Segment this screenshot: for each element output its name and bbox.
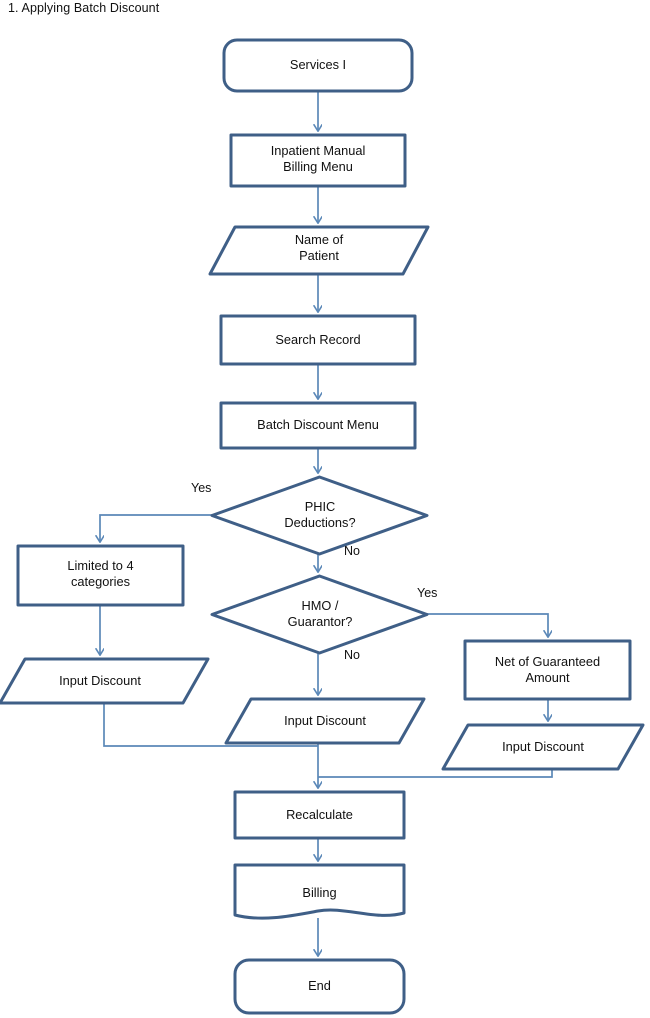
node-input-middle-shape — [224, 697, 426, 745]
node-input-right-shape — [441, 723, 645, 771]
edge-phic-yes-to-limited — [100, 514, 212, 542]
node-recalculate-shape — [233, 790, 406, 840]
edge-label-hmo-yes: Yes — [417, 586, 438, 600]
node-services-shape — [222, 38, 414, 93]
node-phic-decision-shape — [210, 475, 429, 556]
edge-label-hmo-no: No — [344, 648, 360, 662]
node-name-of-patient-shape — [208, 225, 430, 276]
node-limited-four-shape — [16, 544, 185, 607]
edge-label-phic-yes: Yes — [191, 481, 212, 495]
node-end-shape — [233, 958, 406, 1015]
edge-input-left-to-merge — [103, 703, 318, 747]
node-input-left-shape — [0, 657, 210, 705]
node-inpatient-menu-shape — [229, 133, 407, 188]
edge-hmo-yes-to-net — [427, 613, 548, 637]
edge-input-right-to-merge — [318, 769, 553, 778]
node-search-record-shape — [219, 314, 417, 366]
node-billing-shape — [233, 863, 406, 920]
node-hmo-decision-shape — [210, 574, 429, 655]
edge-label-phic-no: No — [344, 544, 360, 558]
node-net-guaranteed-shape — [463, 639, 632, 701]
page-title: 1. Applying Batch Discount — [8, 1, 160, 15]
node-batch-menu-shape — [219, 401, 417, 450]
